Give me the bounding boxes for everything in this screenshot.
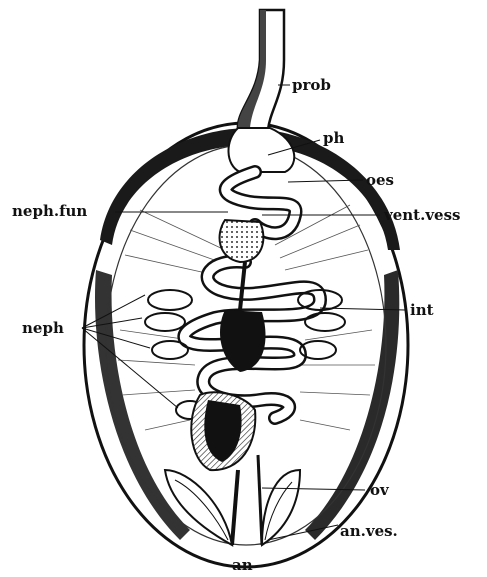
label-an-ves: an.ves. <box>340 522 398 540</box>
label-neph: neph <box>22 319 64 337</box>
label-int: int <box>410 301 434 319</box>
proboscis <box>238 10 284 130</box>
label-an: an <box>232 556 253 574</box>
label-oes: oes <box>366 171 394 189</box>
label-ph: ph <box>323 129 344 147</box>
label-ov: ov <box>370 481 390 499</box>
label-prob: prob <box>292 76 331 94</box>
label-neph-fun: neph.fun <box>12 202 87 220</box>
label-vent-vess: vent.vess <box>383 206 460 224</box>
